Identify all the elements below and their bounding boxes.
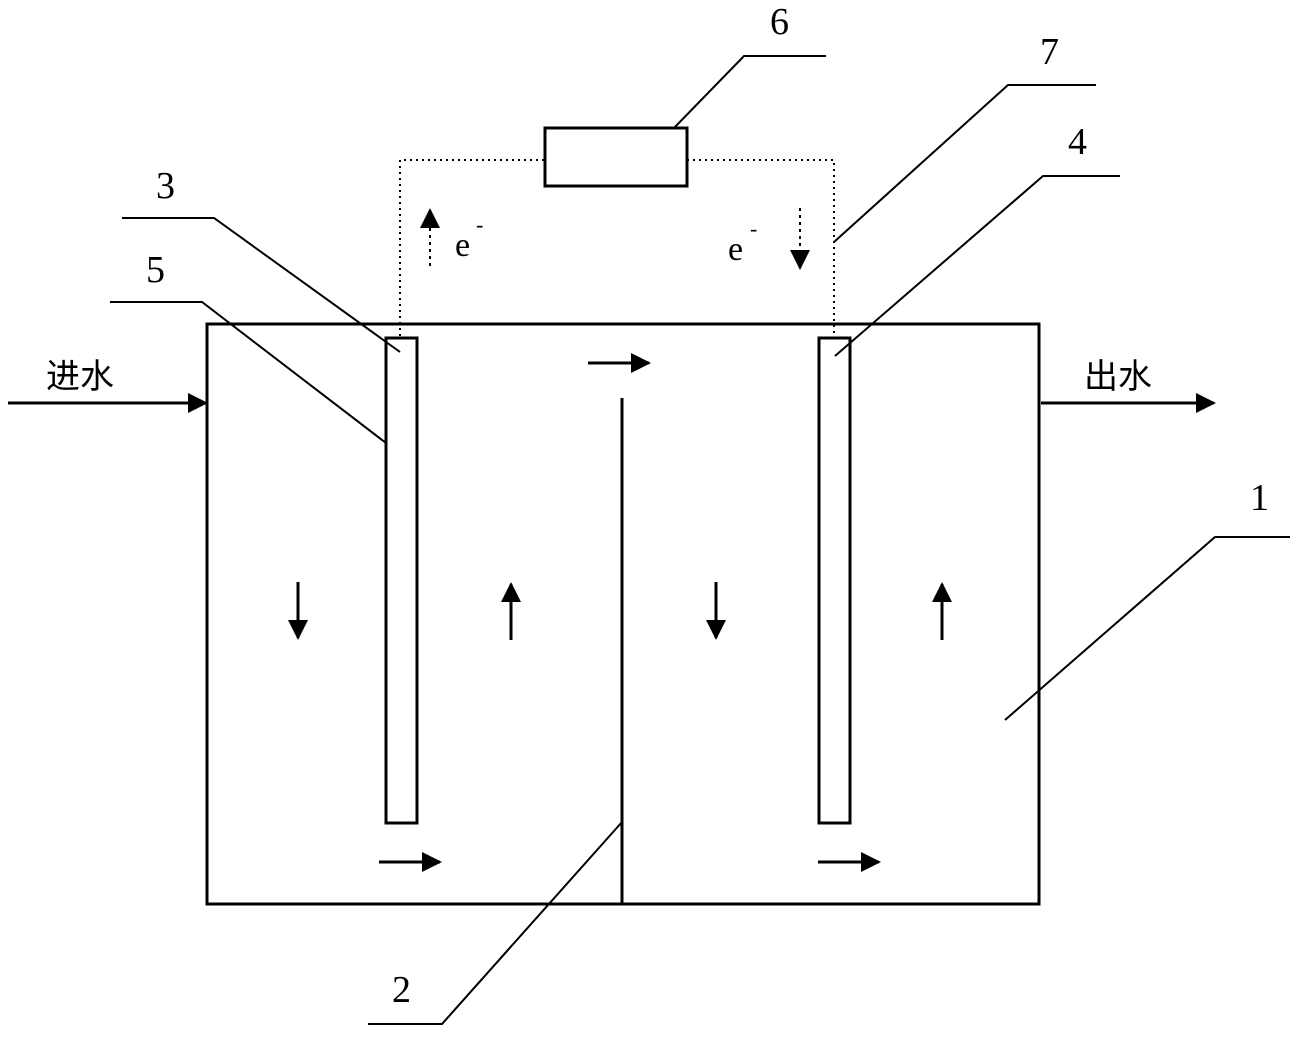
external-circuit-wire-right	[687, 159, 835, 336]
part-label-1: 1	[1250, 477, 1269, 519]
part-label-3: 3	[156, 165, 175, 207]
leader-line-3	[122, 217, 401, 353]
inlet-label: 进水	[46, 357, 114, 397]
leader-line-1	[1004, 536, 1290, 721]
cathode-electrode	[817, 336, 852, 825]
leader-line-5	[110, 301, 387, 444]
part-label-4: 4	[1068, 121, 1087, 163]
leader-line-4	[834, 175, 1120, 357]
leader-line-6	[673, 55, 826, 129]
part-label-2: 2	[392, 969, 411, 1011]
leader-line-2	[368, 821, 623, 1025]
electron-label-right: e	[728, 231, 743, 268]
part-label-5: 5	[146, 249, 165, 291]
external-circuit-wire	[399, 159, 545, 336]
leader-line-7	[833, 84, 1096, 243]
electron-charge-left: -	[476, 212, 483, 237]
part-label-7: 7	[1040, 31, 1059, 73]
anode-electrode	[384, 336, 419, 825]
external-load	[543, 126, 689, 188]
part-label-6: 6	[770, 1, 789, 43]
outlet-label: 出水	[1084, 357, 1152, 397]
electron-label-left: e	[455, 227, 470, 264]
electron-charge-right: -	[750, 216, 757, 241]
